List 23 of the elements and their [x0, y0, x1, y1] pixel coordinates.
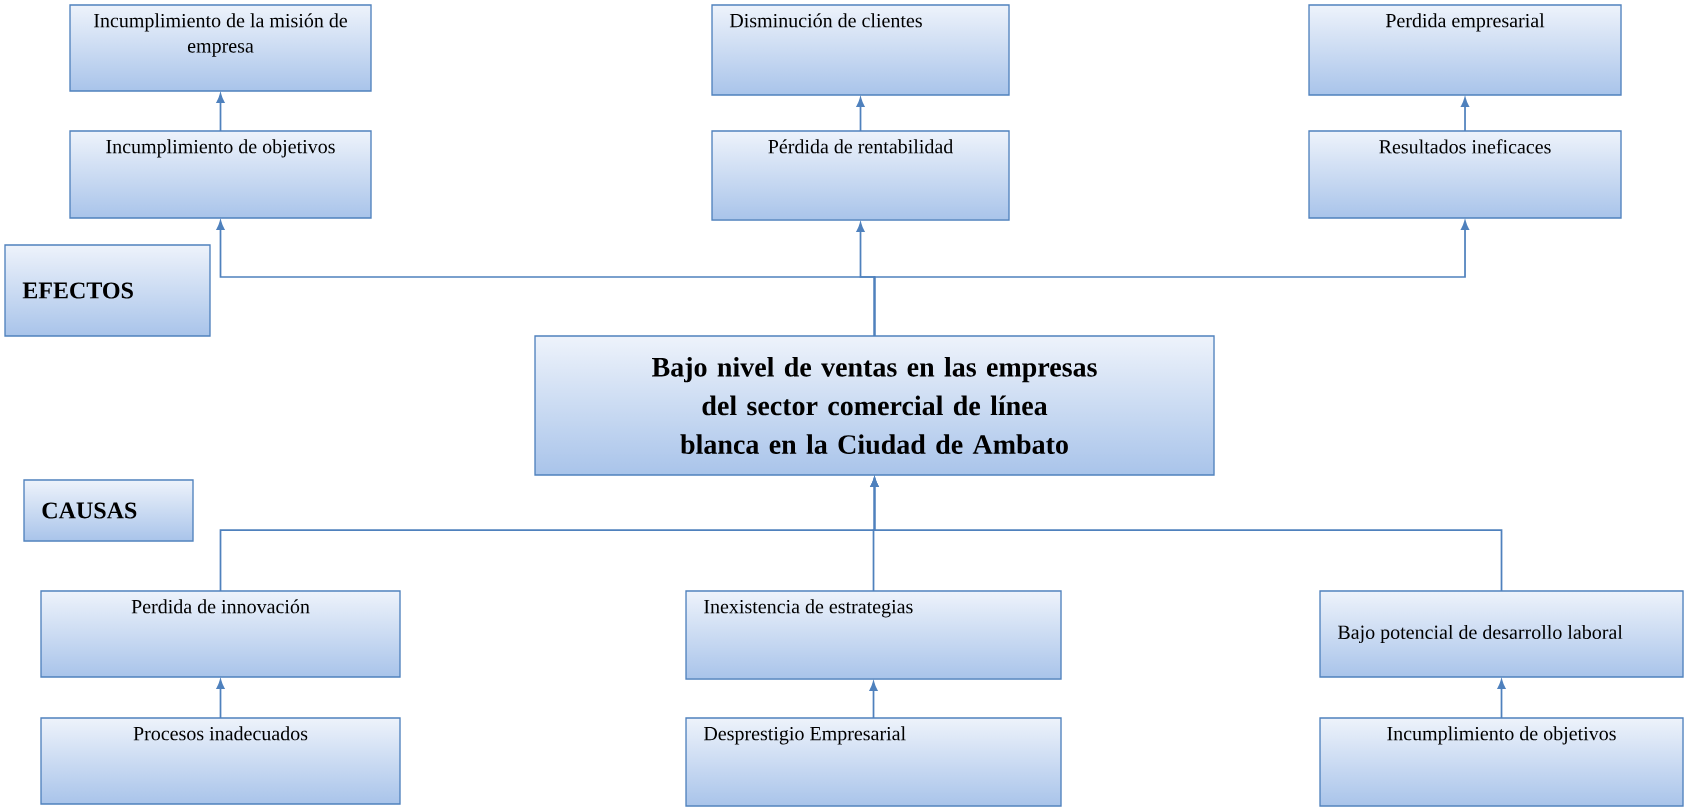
problem-box: Bajo nivel de ventas en las empresas del sector comercial de línea blanca en la Ciudad de Ambato: [534, 335, 1215, 476]
effect-box: Resultados ineficaces: [1308, 130, 1622, 219]
arrow: [1497, 679, 1506, 719]
arrow: [873, 220, 1469, 337]
arrow: [216, 93, 225, 132]
effect-box: Incumplimiento de la misión de empresa: [69, 4, 372, 92]
arrow: [869, 681, 878, 719]
effect-box: Perdida empresarial: [1308, 4, 1622, 96]
cause-box: Inexistencia de estrategias: [685, 590, 1062, 680]
arrow: [216, 679, 225, 719]
effect-box: Pérdida de rentabilidad: [711, 130, 1010, 221]
cause-box: Desprestigio Empresarial: [685, 717, 1062, 807]
effect-box: Disminución de clientes: [711, 4, 1010, 96]
cause-box: Procesos inadecuados: [40, 717, 401, 805]
effect-box: Incumplimiento de objetivos: [69, 130, 372, 219]
arrow: [870, 477, 1503, 592]
arrow: [1461, 97, 1469, 132]
section-label-box: EFECTOS: [4, 244, 211, 337]
arrow: [856, 97, 865, 132]
section-label-box: CAUSAS: [23, 479, 194, 542]
cause-box: Bajo potencial de desarrollo laboral: [1319, 590, 1684, 678]
cause-box: Incumplimiento de objetivos: [1319, 717, 1684, 807]
cause-box: Perdida de innovación: [40, 590, 401, 678]
